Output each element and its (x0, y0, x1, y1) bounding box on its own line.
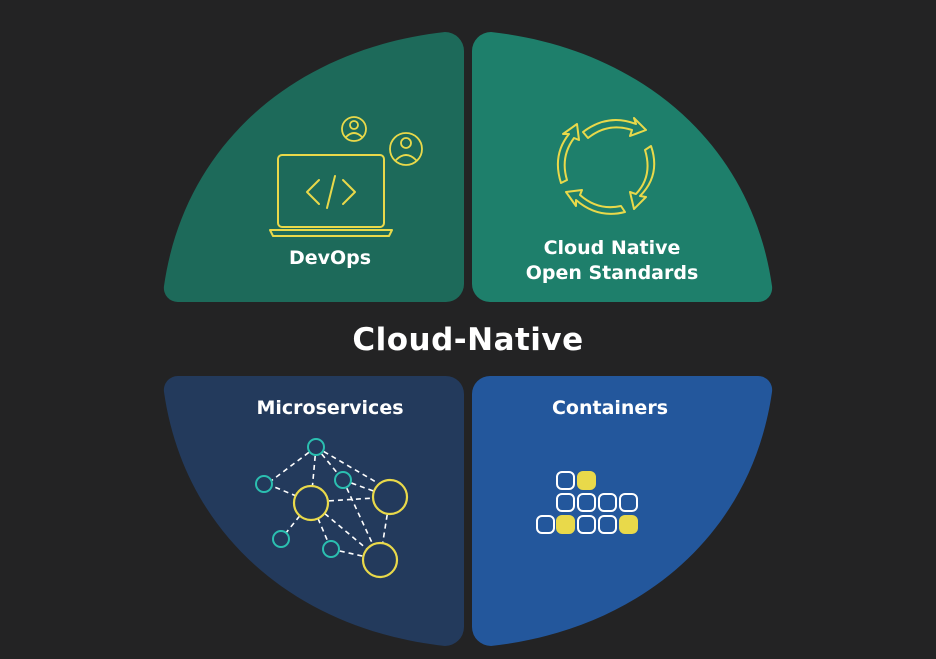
devops-label: DevOps (288, 247, 372, 269)
cycle-arrows-icon (556, 117, 656, 215)
node-small (272, 530, 290, 548)
containers-label: Containers (551, 397, 669, 419)
microservices-label: Microservices (256, 397, 404, 419)
node-large (361, 541, 399, 579)
page-title: Cloud-Native (352, 322, 584, 358)
network-nodes-icon (255, 438, 409, 579)
container-blocks-icon (536, 471, 638, 534)
quadrant-open-standards (472, 32, 773, 303)
open-standards-label: Cloud Native Open Standards (512, 236, 712, 285)
node-small (307, 438, 325, 456)
node-small (334, 471, 352, 489)
node-small (255, 475, 273, 493)
node-large (371, 478, 409, 516)
node-small (322, 540, 340, 558)
node-large (292, 484, 330, 522)
laptop-code-icon (269, 154, 393, 237)
open-standards-label-line1: Cloud Native (543, 237, 681, 259)
team-member-icon (341, 116, 423, 166)
open-standards-label-line2: Open Standards (525, 261, 699, 284)
